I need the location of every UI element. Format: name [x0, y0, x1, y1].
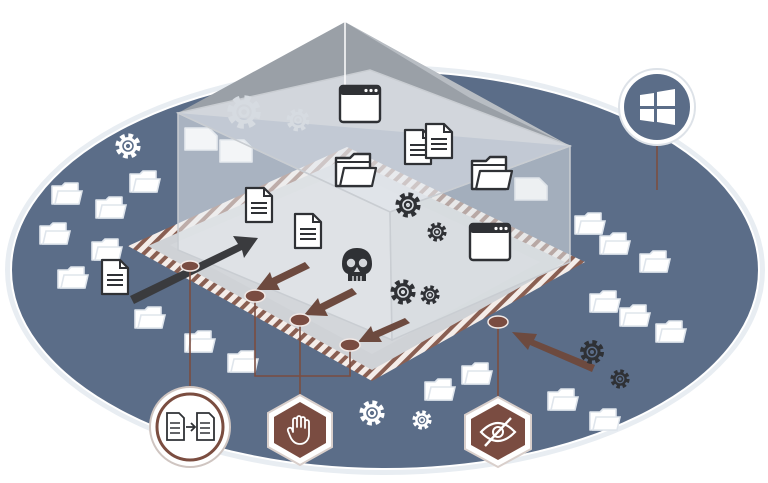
folder-icon: [39, 222, 71, 245]
folder-icon: [655, 320, 687, 343]
document-icon: [424, 122, 454, 160]
connectors: [189, 140, 658, 400]
block-badge: [267, 393, 333, 467]
folder-icon: [51, 182, 83, 205]
arrow-in-brown: [512, 332, 595, 372]
folder-icon: [95, 196, 127, 219]
folder-icon: [619, 304, 651, 327]
folder-icon: [547, 388, 579, 411]
window-icon: [468, 222, 512, 262]
folder-icon: [57, 266, 89, 289]
folder-icon: [134, 306, 166, 329]
eye-slash-icon: [479, 417, 517, 447]
folder-icon: [470, 155, 514, 191]
folder-icon: [599, 232, 631, 255]
window-icon: [338, 84, 382, 124]
file-redirect-badge: [149, 386, 231, 468]
folder-icon: [574, 212, 606, 235]
folder-icon: [639, 250, 671, 273]
windows-logo-badge: [618, 68, 696, 146]
folder-icon: [334, 152, 378, 188]
document-icon: [293, 212, 323, 250]
arrow-out: [304, 288, 357, 316]
folder-icon: [129, 170, 161, 193]
folder-icon: [424, 378, 456, 401]
skull-icon: [342, 248, 372, 281]
folder-icon: [589, 408, 621, 431]
hide-badge: [464, 395, 532, 469]
connector-nodes: [180, 260, 509, 352]
folder-icon: [91, 238, 123, 261]
sandbox-roof-side: [345, 22, 570, 146]
sandbox-contents: [244, 84, 514, 302]
hand-stop-icon: [286, 415, 310, 445]
folder-icon: [589, 290, 621, 313]
folder-icon: [461, 362, 493, 385]
folder-icon: [227, 350, 259, 373]
document-icon: [100, 258, 130, 296]
arrow-out: [256, 262, 310, 290]
file-transfer-icon: [166, 412, 215, 441]
arrow-out: [358, 318, 410, 342]
windows-icon: [640, 89, 675, 125]
document-icon: [244, 186, 274, 224]
